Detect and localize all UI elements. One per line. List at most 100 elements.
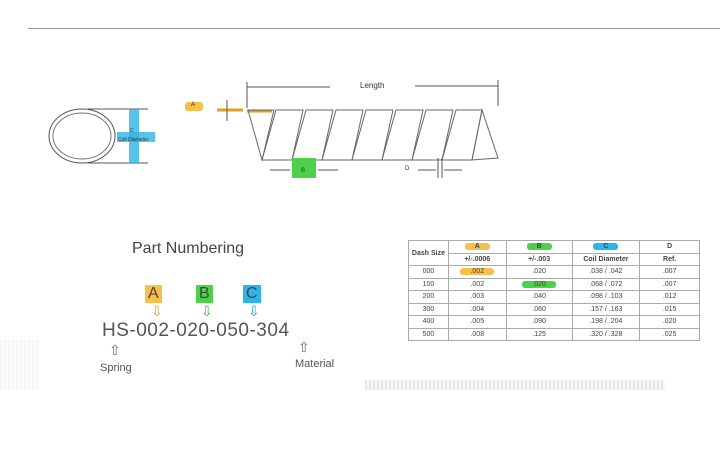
table-cell: .125 [505, 327, 573, 341]
part-number: HS-002-020-050-304 [102, 320, 290, 341]
arrow-down-icon: ⇩ [248, 303, 260, 319]
cell-value: .004 [470, 305, 485, 313]
cell-value: .060 [532, 305, 546, 313]
table-row: 300 .004 .060 .157 / .163 .015 [408, 302, 700, 316]
cell-value: .198 / .204 [589, 318, 623, 326]
coil-diameter-label: Coil Diameter [118, 137, 149, 143]
table-cell: .020 [505, 265, 573, 279]
length-label: Length [360, 81, 385, 90]
coil-end-inner [52, 112, 112, 160]
table-cell: .198 / .204 [571, 315, 641, 329]
table-cell: .020 [639, 315, 700, 329]
table-cell: .040 [505, 290, 573, 304]
cell-value: 400 [422, 318, 435, 326]
spring-label: Spring [100, 362, 132, 374]
cell-value: .125 [532, 330, 546, 338]
a-label: A [191, 102, 196, 108]
cell-value: 200 [422, 293, 435, 301]
table-cell: .004 [447, 302, 507, 316]
table-cell: .098 / .103 [571, 290, 641, 304]
subheader-c: Coil Diameter [571, 252, 641, 266]
coil-end-outer [48, 108, 116, 164]
dimensions-table: Dash Size A B C D +/-.0006 +/-.003 Coil … [408, 240, 700, 341]
letter-b: B [196, 285, 213, 303]
arrow-down-icon: ⇩ [151, 303, 163, 319]
table-cell: .020 [505, 277, 573, 291]
cell-value: .008 [470, 330, 485, 338]
cell-value: .090 [532, 318, 546, 326]
cell-value: .007 [662, 280, 677, 288]
scan-artifact [0, 340, 40, 390]
cell-value: .020 [532, 268, 546, 276]
letter-c: C [243, 285, 261, 303]
cell-value: .040 [532, 293, 546, 301]
table-cell: 400 [408, 315, 449, 329]
subheader-b: +/-.003 [505, 252, 573, 266]
table-cell: .320 / .328 [571, 327, 641, 341]
table-cell: .038 / .042 [571, 265, 641, 279]
cell-value: .320 / .328 [589, 330, 623, 338]
table-cell: 500 [408, 327, 449, 341]
table-cell: .003 [447, 290, 507, 304]
cell-value: .005 [470, 318, 485, 326]
table-row: 000 .002 .020 .038 / .042 .007 [408, 265, 700, 279]
cell-value: .157 / .163 [589, 305, 623, 313]
table-cell: .090 [505, 315, 573, 329]
table-cell: .012 [639, 290, 700, 304]
table-cell: .002 [447, 265, 507, 279]
table-cell: .007 [639, 277, 700, 291]
table-cell: .002 [447, 277, 507, 291]
table-cell: .007 [639, 265, 700, 279]
table-cell: .008 [447, 327, 507, 341]
table-row: 100 .002 .020 .068 / .072 .007 [408, 277, 700, 291]
table-row: 200 .003 .040 .098 / .103 .012 [408, 290, 700, 304]
header-a: A [464, 243, 490, 251]
c-label: C [130, 128, 134, 134]
table-cell: 100 [408, 277, 449, 291]
cell-value: 500 [422, 330, 435, 338]
cell-value: .002 [460, 268, 495, 276]
cell-value: .020 [662, 318, 677, 326]
arrow-up-icon: ⇧ [109, 342, 121, 358]
cell-value: 000 [422, 268, 435, 276]
table-cell: .068 / .072 [571, 277, 641, 291]
spiral-wrap-drawing [48, 80, 499, 178]
subheader-d: Ref. [639, 252, 700, 266]
table-cell: .015 [639, 302, 700, 316]
table-cell: .060 [505, 302, 573, 316]
cell-value: .020 [522, 280, 556, 288]
arrow-down-icon: ⇩ [201, 303, 213, 319]
material-label: Material [295, 358, 335, 370]
b-highlight [292, 164, 316, 178]
arrow-up-icon: ⇧ [298, 339, 310, 355]
cell-value: .098 / .103 [589, 293, 623, 301]
cell-value: .068 / .072 [589, 280, 623, 288]
header-dash-size: Dash Size [408, 240, 449, 266]
d-label: D [405, 166, 410, 172]
header-b: B [526, 243, 552, 251]
table-cell: 200 [408, 290, 449, 304]
cell-value: .002 [470, 280, 485, 288]
page-border-line [28, 28, 720, 29]
table-cell: .005 [447, 315, 507, 329]
header-c: C [593, 243, 619, 251]
cell-value: .015 [662, 305, 677, 313]
table-cell: .157 / .163 [571, 302, 641, 316]
cell-value: 300 [422, 305, 435, 313]
cell-value: .012 [662, 293, 677, 301]
scan-artifact [365, 380, 665, 390]
part-numbering-title: Part Numbering [132, 240, 245, 257]
table-cell: 300 [408, 302, 449, 316]
cell-value: .025 [662, 330, 677, 338]
subheader-a: +/-.0006 [447, 252, 507, 266]
header-d: D [639, 240, 700, 254]
cell-value: .007 [662, 268, 677, 276]
b-label: B [301, 168, 306, 174]
letter-a: A [145, 285, 162, 303]
cell-value: .038 / .042 [589, 268, 623, 276]
table-cell: .025 [639, 327, 700, 341]
cell-value: .003 [470, 293, 485, 301]
table-row: 400 .005 .090 .198 / .204 .020 [408, 315, 700, 329]
table-row: 500 .008 .125 .320 / .328 .025 [408, 327, 700, 341]
table-cell: 000 [408, 265, 449, 279]
